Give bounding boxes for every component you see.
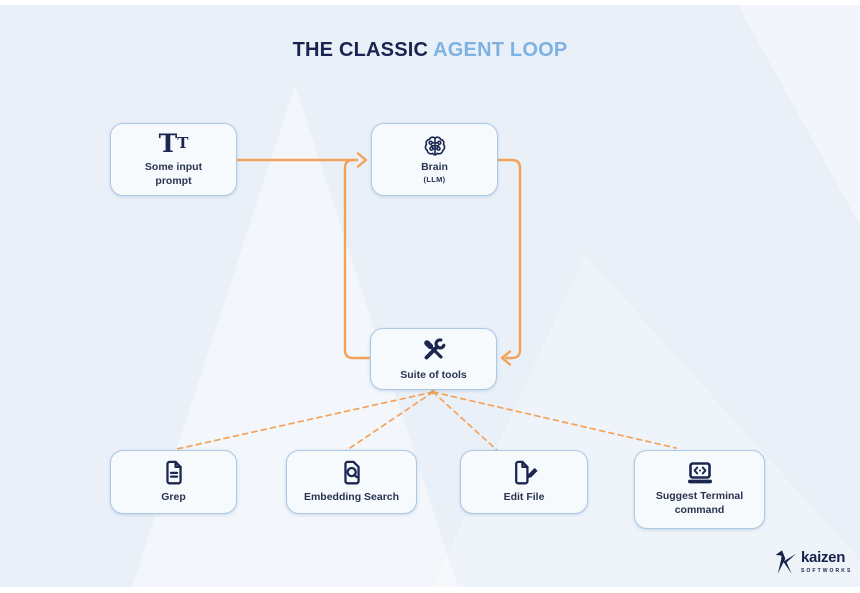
- brand-tagline: SOFTWORKS: [801, 567, 853, 574]
- node-grep: Grep: [110, 450, 237, 514]
- arrow-brain-to-tools: [495, 158, 522, 360]
- bottom-margin: [0, 587, 860, 593]
- node-sublabel: (LLM): [423, 174, 446, 184]
- node-label: Embedding Search: [303, 491, 400, 504]
- node-suite-of-tools: Suite of tools: [370, 328, 497, 390]
- kaizen-logo: kaizen SOFTWORKS: [772, 548, 852, 576]
- document-search-icon: [340, 459, 363, 486]
- brand-name: kaizen: [801, 549, 846, 567]
- node-label: Grep: [161, 491, 186, 504]
- dashed-link-tools-to-grep: [176, 391, 434, 450]
- arrowhead-into-tools: [500, 350, 512, 366]
- node-label: Edit File: [503, 491, 545, 504]
- dashed-link-tools-to-edit: [432, 391, 500, 453]
- document-icon: [162, 459, 185, 486]
- node-label: Suggest Terminal command: [655, 490, 744, 516]
- node-edit-file: Edit File: [460, 450, 588, 514]
- arrow-tools-to-brain: [343, 158, 372, 360]
- title-prefix: THE CLASSIC: [292, 39, 429, 61]
- dashed-links-origin-dot: [430, 389, 436, 395]
- node-embedding-search: Embedding Search: [286, 450, 417, 514]
- top-margin: [0, 0, 860, 5]
- dashed-link-tools-to-embedding: [343, 391, 434, 453]
- title-highlight: AGENT LOOP: [433, 39, 568, 61]
- node-label: Some input prompt: [144, 160, 203, 187]
- file-edit-icon: [511, 459, 538, 486]
- node-suggest-terminal-command: Suggest Terminal command: [634, 450, 765, 529]
- brand-text: kaizen SOFTWORKS: [801, 550, 852, 574]
- origami-bird-icon: [772, 548, 797, 576]
- brain-icon: [422, 135, 448, 157]
- node-brain-llm: Brain (LLM): [371, 123, 498, 196]
- laptop-code-icon: [685, 461, 715, 485]
- node-label: Brain: [421, 161, 448, 174]
- dashed-link-tools-to-terminal: [432, 391, 677, 449]
- tools-icon: [420, 336, 448, 364]
- arrowhead-into-brain: [356, 152, 368, 168]
- node-label: Suite of tools: [400, 368, 467, 381]
